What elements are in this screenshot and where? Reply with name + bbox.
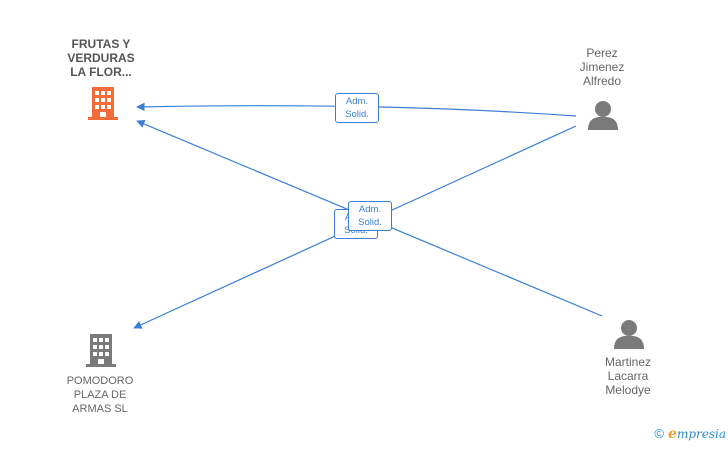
edge-label-line-1: Adm. xyxy=(358,204,382,215)
logo-rest: mpresia xyxy=(676,427,726,441)
copyright-symbol: © xyxy=(654,426,665,441)
person-martinez-line-3: Melodye xyxy=(605,383,651,397)
edge-label-line-1: Adm. xyxy=(345,96,369,107)
logo-initial: e xyxy=(668,426,677,442)
company-frutas-line-2: VERDURAS xyxy=(67,51,135,65)
person-martinez-line-2: Lacarra xyxy=(607,369,649,383)
company-frutas-line-3: LA FLOR... xyxy=(70,65,132,79)
company-frutas-label[interactable]: FRUTAS Y VERDURAS LA FLOR... xyxy=(52,37,150,79)
empresia-logo: empresia xyxy=(668,426,726,442)
edge-label-line-2: Solid. xyxy=(345,109,369,120)
person-perez-line-1: Perez xyxy=(586,46,618,60)
person-perez-line-3: Alfredo xyxy=(582,74,622,88)
edge-label-perez-frutas[interactable]: Adm. Solid. xyxy=(335,93,379,123)
person-icon[interactable] xyxy=(587,99,619,131)
company-pomodoro-line-1: POMODORO xyxy=(66,375,134,387)
building-icon[interactable] xyxy=(86,86,120,120)
edge-label-martinez-frutas[interactable]: Adm. Solid. xyxy=(348,201,392,231)
person-perez-label[interactable]: Perez Jimenez Alfredo xyxy=(556,46,648,88)
empresia-watermark[interactable]: ©empresia xyxy=(654,426,726,442)
company-pomodoro-label[interactable]: POMODORO PLAZA DE ARMAS SL xyxy=(50,374,150,416)
person-perez-line-2: Jimenez xyxy=(579,60,625,74)
person-martinez-label[interactable]: Martinez Lacarra Melodye xyxy=(580,355,676,397)
edge-label-line-2: Solid. xyxy=(358,217,382,228)
company-frutas-line-1: FRUTAS Y xyxy=(71,37,131,51)
building-icon[interactable] xyxy=(84,333,118,367)
company-pomodoro-line-3: ARMAS SL xyxy=(72,403,128,415)
person-icon[interactable] xyxy=(613,318,645,350)
person-martinez-line-1: Martinez xyxy=(604,355,651,369)
company-pomodoro-line-2: PLAZA DE xyxy=(73,389,127,401)
